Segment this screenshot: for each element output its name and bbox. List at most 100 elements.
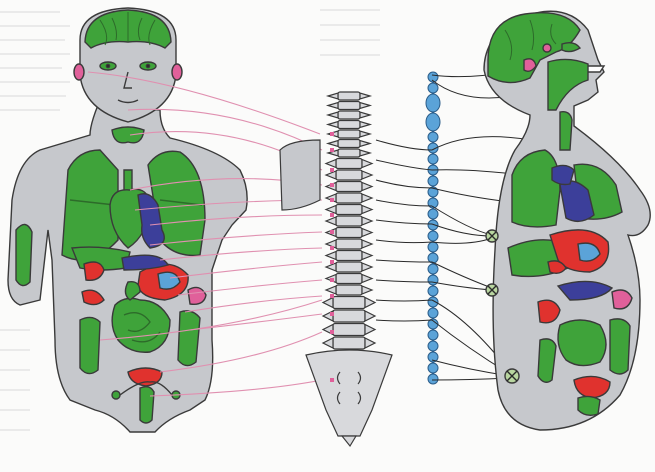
vertebra-process (362, 275, 372, 283)
spine-marker (330, 183, 334, 187)
vertebra-process (326, 217, 336, 225)
spine-marker (330, 312, 334, 316)
vertebra-process (326, 252, 336, 260)
vertebra-process (362, 160, 372, 168)
chain-bead (428, 363, 438, 373)
vertebra (336, 216, 362, 226)
front-arm-muscle (16, 224, 32, 285)
vertebra (338, 130, 360, 138)
sympathetic-chain (426, 72, 440, 384)
vertebra-process (362, 206, 372, 214)
vertebra (333, 337, 365, 349)
side-trachea (560, 112, 572, 150)
vertebra-process (328, 112, 338, 118)
chain-bead (426, 113, 440, 131)
chain-bead (428, 330, 438, 340)
side-figure (484, 11, 650, 430)
vertebra (336, 159, 362, 169)
chain-bead (428, 154, 438, 164)
vertebra-process (323, 338, 333, 348)
vertebra-process (362, 229, 372, 237)
chain-bead (428, 132, 438, 142)
chain-bead (428, 231, 438, 241)
vertebra-process (326, 263, 336, 271)
spine-marker (330, 246, 334, 250)
chain-bead (428, 308, 438, 318)
vertebra-process (326, 206, 336, 214)
spine-marker (330, 294, 334, 298)
vertebra-process (360, 141, 370, 147)
spine (280, 92, 392, 446)
vertebra-process (328, 141, 338, 147)
vertebra-process (362, 240, 372, 248)
vertebra (336, 205, 362, 215)
vertebra (336, 193, 362, 203)
front-uterus (140, 387, 154, 423)
vertebra-process (328, 103, 338, 109)
vertebra-process (323, 298, 333, 308)
vertebra-process (362, 263, 372, 271)
vertebra-process (362, 286, 372, 294)
chain-bead (428, 242, 438, 252)
vertebra (333, 324, 365, 336)
vertebra (336, 274, 362, 284)
vertebra-process (365, 298, 375, 308)
vertebra (336, 239, 362, 249)
vertebra-process (360, 93, 370, 99)
front-colon-right (178, 311, 200, 366)
spine-marker (330, 198, 334, 202)
vertebra (333, 310, 365, 322)
chain-bead (428, 275, 438, 285)
chain-bead (428, 264, 438, 274)
chain-bead (428, 341, 438, 351)
vertebra-process (360, 112, 370, 118)
vertebra (338, 102, 360, 110)
side-colon (610, 319, 630, 374)
vertebra (333, 297, 365, 309)
vertebra (338, 121, 360, 129)
chain-bead (428, 209, 438, 219)
side-small-intestine (558, 320, 606, 366)
chain-bead (428, 374, 438, 384)
vertebra (338, 92, 360, 100)
vertebra-process (360, 103, 370, 109)
skull-base (280, 140, 320, 210)
vertebra-process (326, 160, 336, 168)
vertebra-process (362, 252, 372, 260)
vertebra-process (360, 150, 370, 156)
vertebra (338, 149, 360, 157)
vertebra-process (365, 311, 375, 321)
spine-marker (330, 148, 334, 152)
chain-bead (426, 94, 440, 112)
spine-marker (330, 260, 334, 264)
vertebra-process (362, 194, 372, 202)
vertebra-process (362, 171, 372, 179)
coccyx (342, 436, 356, 446)
chain-bead (428, 83, 438, 93)
vertebra-process (328, 93, 338, 99)
vertebra-process (365, 338, 375, 348)
vertebra (336, 182, 362, 192)
spine-marker (330, 378, 334, 382)
spine-marker (330, 278, 334, 282)
side-lung (512, 150, 560, 227)
vertebra-process (328, 122, 338, 128)
front-kidney-right (188, 287, 206, 304)
front-thyroid (112, 127, 144, 143)
vertebra (336, 251, 362, 261)
spine-marker (330, 132, 334, 136)
vertebra-process (326, 171, 336, 179)
vertebra (336, 262, 362, 272)
vertebra-process (326, 286, 336, 294)
vertebra-process (362, 183, 372, 191)
front-colon-left (80, 317, 100, 373)
spine-marker (330, 330, 334, 334)
chain-bead (428, 176, 438, 186)
side-uterus (578, 396, 600, 415)
spine-marker (330, 213, 334, 217)
vertebra (336, 228, 362, 238)
front-ovary-left (112, 391, 120, 399)
chain-beads (426, 72, 440, 384)
vertebra-process (365, 325, 375, 335)
